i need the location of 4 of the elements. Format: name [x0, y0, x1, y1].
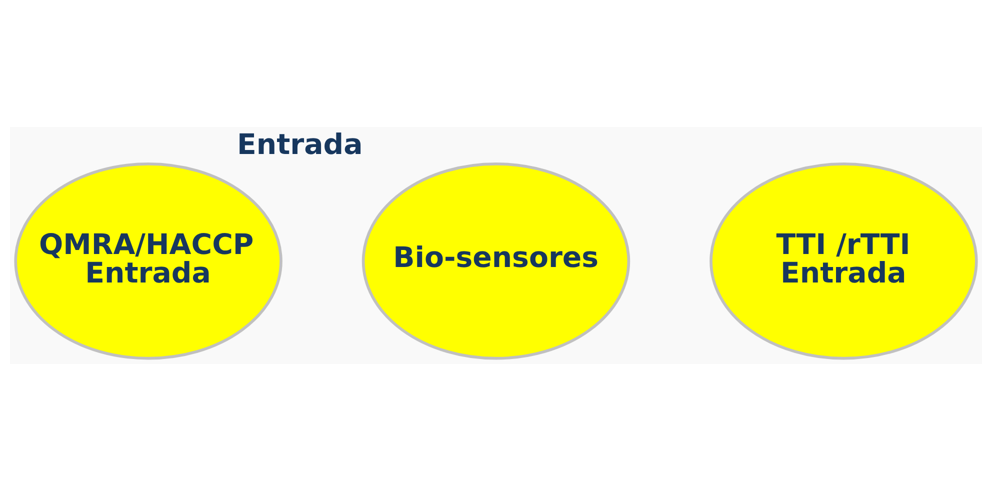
node-label: Entrada [237, 127, 363, 160]
node-ellipse: QMRA/HACCP Entrada [14, 162, 282, 360]
node-ellipse: Bio-sensores [362, 162, 630, 360]
node-ellipse: TTI /rTTI Entrada [710, 162, 978, 360]
